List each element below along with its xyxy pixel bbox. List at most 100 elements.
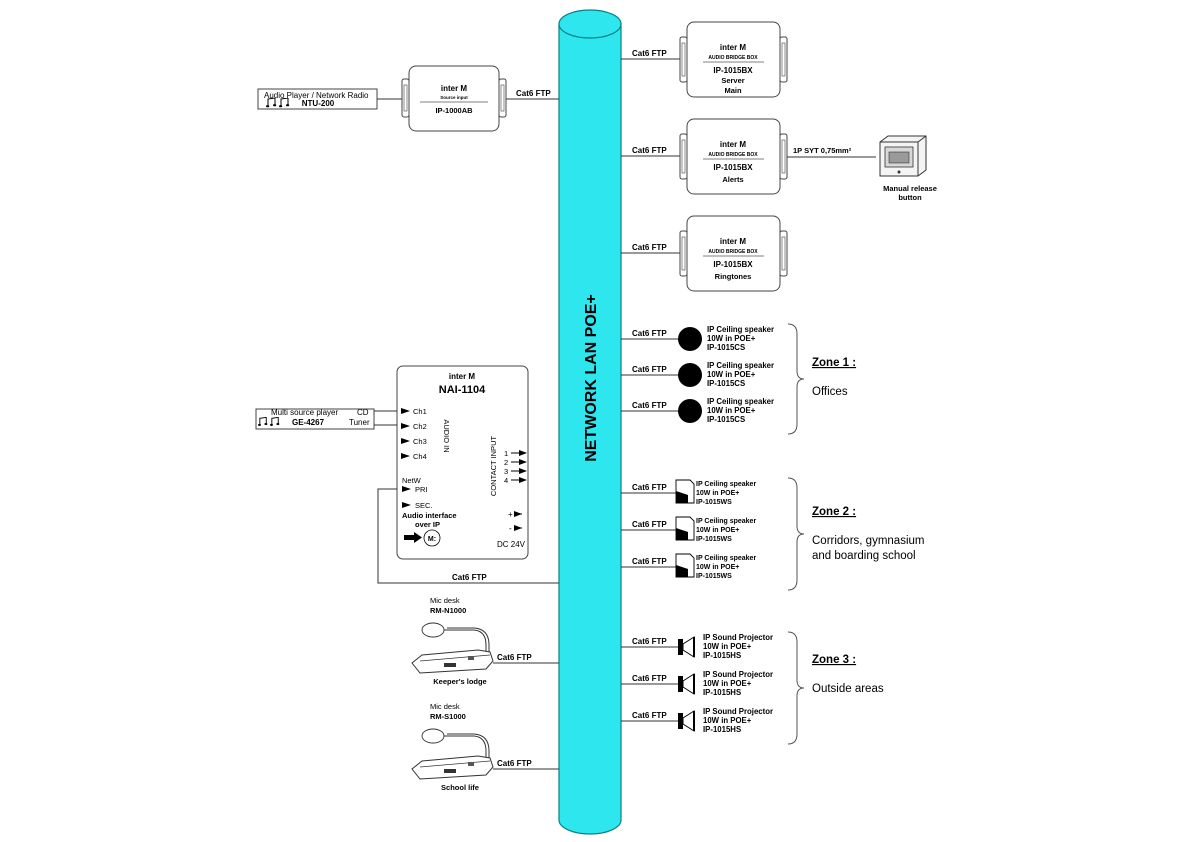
- bridge-box-ear: [679, 230, 688, 277]
- device-power: 10W in POE+: [696, 564, 739, 571]
- cable-label: Cat6 FTP: [632, 520, 667, 529]
- bridge-box-slot: [681, 42, 686, 77]
- mic-desk-location: Keeper's lodge: [433, 677, 486, 686]
- source-input-group: Audio Player / Network Radio NTU-200 int…: [257, 65, 559, 132]
- device-name: IP Ceiling speaker: [696, 481, 756, 488]
- mic-input-icon: M:: [404, 529, 441, 547]
- cable-label: Cat6 FTP: [632, 557, 667, 566]
- arrow-icon: [401, 438, 410, 444]
- ip-1000ab-caption: Source input: [440, 95, 468, 100]
- arrow-icon: [402, 486, 411, 492]
- cable-label: Cat6 FTP: [632, 401, 667, 410]
- contact-label: 3: [504, 467, 508, 476]
- mic-desk-icon: [411, 728, 494, 780]
- cable-label: Cat6 FTP: [452, 573, 487, 582]
- channel-label: Ch3: [413, 437, 427, 446]
- channel-label: Ch2: [413, 422, 427, 431]
- device-name: IP Ceiling speaker: [707, 397, 774, 406]
- bridge-box-ear: [679, 36, 688, 83]
- multi-source-group: Multi source player GE-4267 CD Tuner: [255, 408, 397, 430]
- brand-logo: inter M: [720, 237, 747, 246]
- arrow-icon: [402, 502, 411, 508]
- bridge-box-slot: [781, 236, 786, 271]
- zone-description: Offices: [812, 386, 848, 398]
- ip-1000ab-model: IP-1000AB: [435, 106, 473, 115]
- bridge-box-caption: AUDIO BRIDGE BOX: [708, 249, 758, 255]
- bridge-box-group: Cat6 FTP inter M AUDIO BRIDGE BOX IP-1015BX…: [621, 21, 788, 292]
- device-model: IP-1015WS: [696, 536, 732, 543]
- horn-bell: [682, 673, 695, 695]
- device-name: IP Ceiling speaker: [707, 361, 774, 370]
- device-power: 10W in POE+: [696, 527, 739, 534]
- arrow-icon: [401, 408, 410, 414]
- brand-logo: inter M: [720, 43, 747, 52]
- multi-source-label-box: [255, 408, 375, 430]
- arrow-icon: [519, 450, 527, 456]
- mic-base-edge: [419, 654, 491, 662]
- dc-label: DC 24V: [497, 540, 526, 549]
- horn-speaker-icon: [678, 673, 695, 695]
- sec-label: SEC.: [415, 501, 433, 510]
- bridge-box-model: IP-1015BX: [713, 260, 753, 269]
- wall-speaker-icon: [675, 479, 695, 504]
- brand-logo: inter M: [449, 372, 476, 381]
- mic-button: [468, 656, 474, 660]
- arrow-icon: [519, 468, 527, 474]
- arrow-icon: [514, 511, 522, 517]
- mic-base: [411, 649, 494, 674]
- bridge-box-ear: [679, 133, 688, 180]
- contact-label: 1: [504, 449, 508, 458]
- bridge-box-3: Cat6 FTP inter M AUDIO BRIDGE BOX IP-1015BX…: [621, 215, 788, 292]
- zone-description: Corridors, gymnasium: [812, 535, 924, 547]
- horn-bell: [682, 636, 695, 658]
- horn-driver: [678, 639, 683, 655]
- mic-base-edge: [419, 760, 491, 768]
- mic-desk-location: School life: [441, 783, 479, 792]
- ip-1000ab-box: inter M Source input IP-1000AB: [401, 65, 507, 132]
- mic-desk-model: RM-N1000: [430, 606, 466, 615]
- arrow-icon: [519, 459, 527, 465]
- cable-label: Cat6 FTP: [632, 711, 667, 720]
- zone-2: Cat6 FTP IP Ceiling speaker 10W in POE+ IP-…: [621, 477, 924, 591]
- arrow-icon: [401, 423, 410, 429]
- manual-release-button-icon: [879, 135, 927, 177]
- backbone-label: NETWORK LAN POE+: [583, 294, 600, 462]
- ceiling-speaker-icon: [678, 399, 702, 423]
- mic-desk-model: RM-S1000: [430, 712, 466, 721]
- device-model: IP-1015CS: [707, 415, 745, 424]
- horn-speaker-icon: [678, 710, 695, 732]
- bridge-box-role: Alerts: [722, 175, 743, 184]
- horn-speaker-icon: [678, 636, 695, 658]
- zone-bracket: [787, 631, 805, 745]
- device-name: IP Sound Projector: [703, 707, 773, 716]
- bridge-box-model: IP-1015BX: [713, 163, 753, 172]
- manual-release-group: 1P SYT 0,75mm² Manual release button: [787, 135, 937, 202]
- arrow-icon: [401, 453, 410, 459]
- multi-source-cd: CD: [357, 408, 369, 417]
- device-name: IP Ceiling speaker: [696, 555, 756, 562]
- device-power: 10W in POE+: [703, 716, 752, 725]
- bridge-box-ear: [779, 230, 788, 277]
- brand-logo: inter M: [441, 84, 468, 93]
- cable-label: Cat6 FTP: [632, 243, 667, 252]
- cable-label: Cat6 FTP: [632, 49, 667, 58]
- ntu-200-description: Audio Player / Network Radio: [264, 91, 369, 100]
- nai-description: Audio interface: [402, 511, 457, 520]
- audio-in-label: AUDIO IN: [442, 419, 451, 452]
- mic-desk-label: Mic desk: [430, 596, 460, 605]
- backbone-top: [558, 9, 622, 39]
- mic-head: [421, 622, 445, 638]
- mic-gooseneck: [444, 629, 487, 653]
- device-model: IP-1015CS: [707, 343, 745, 352]
